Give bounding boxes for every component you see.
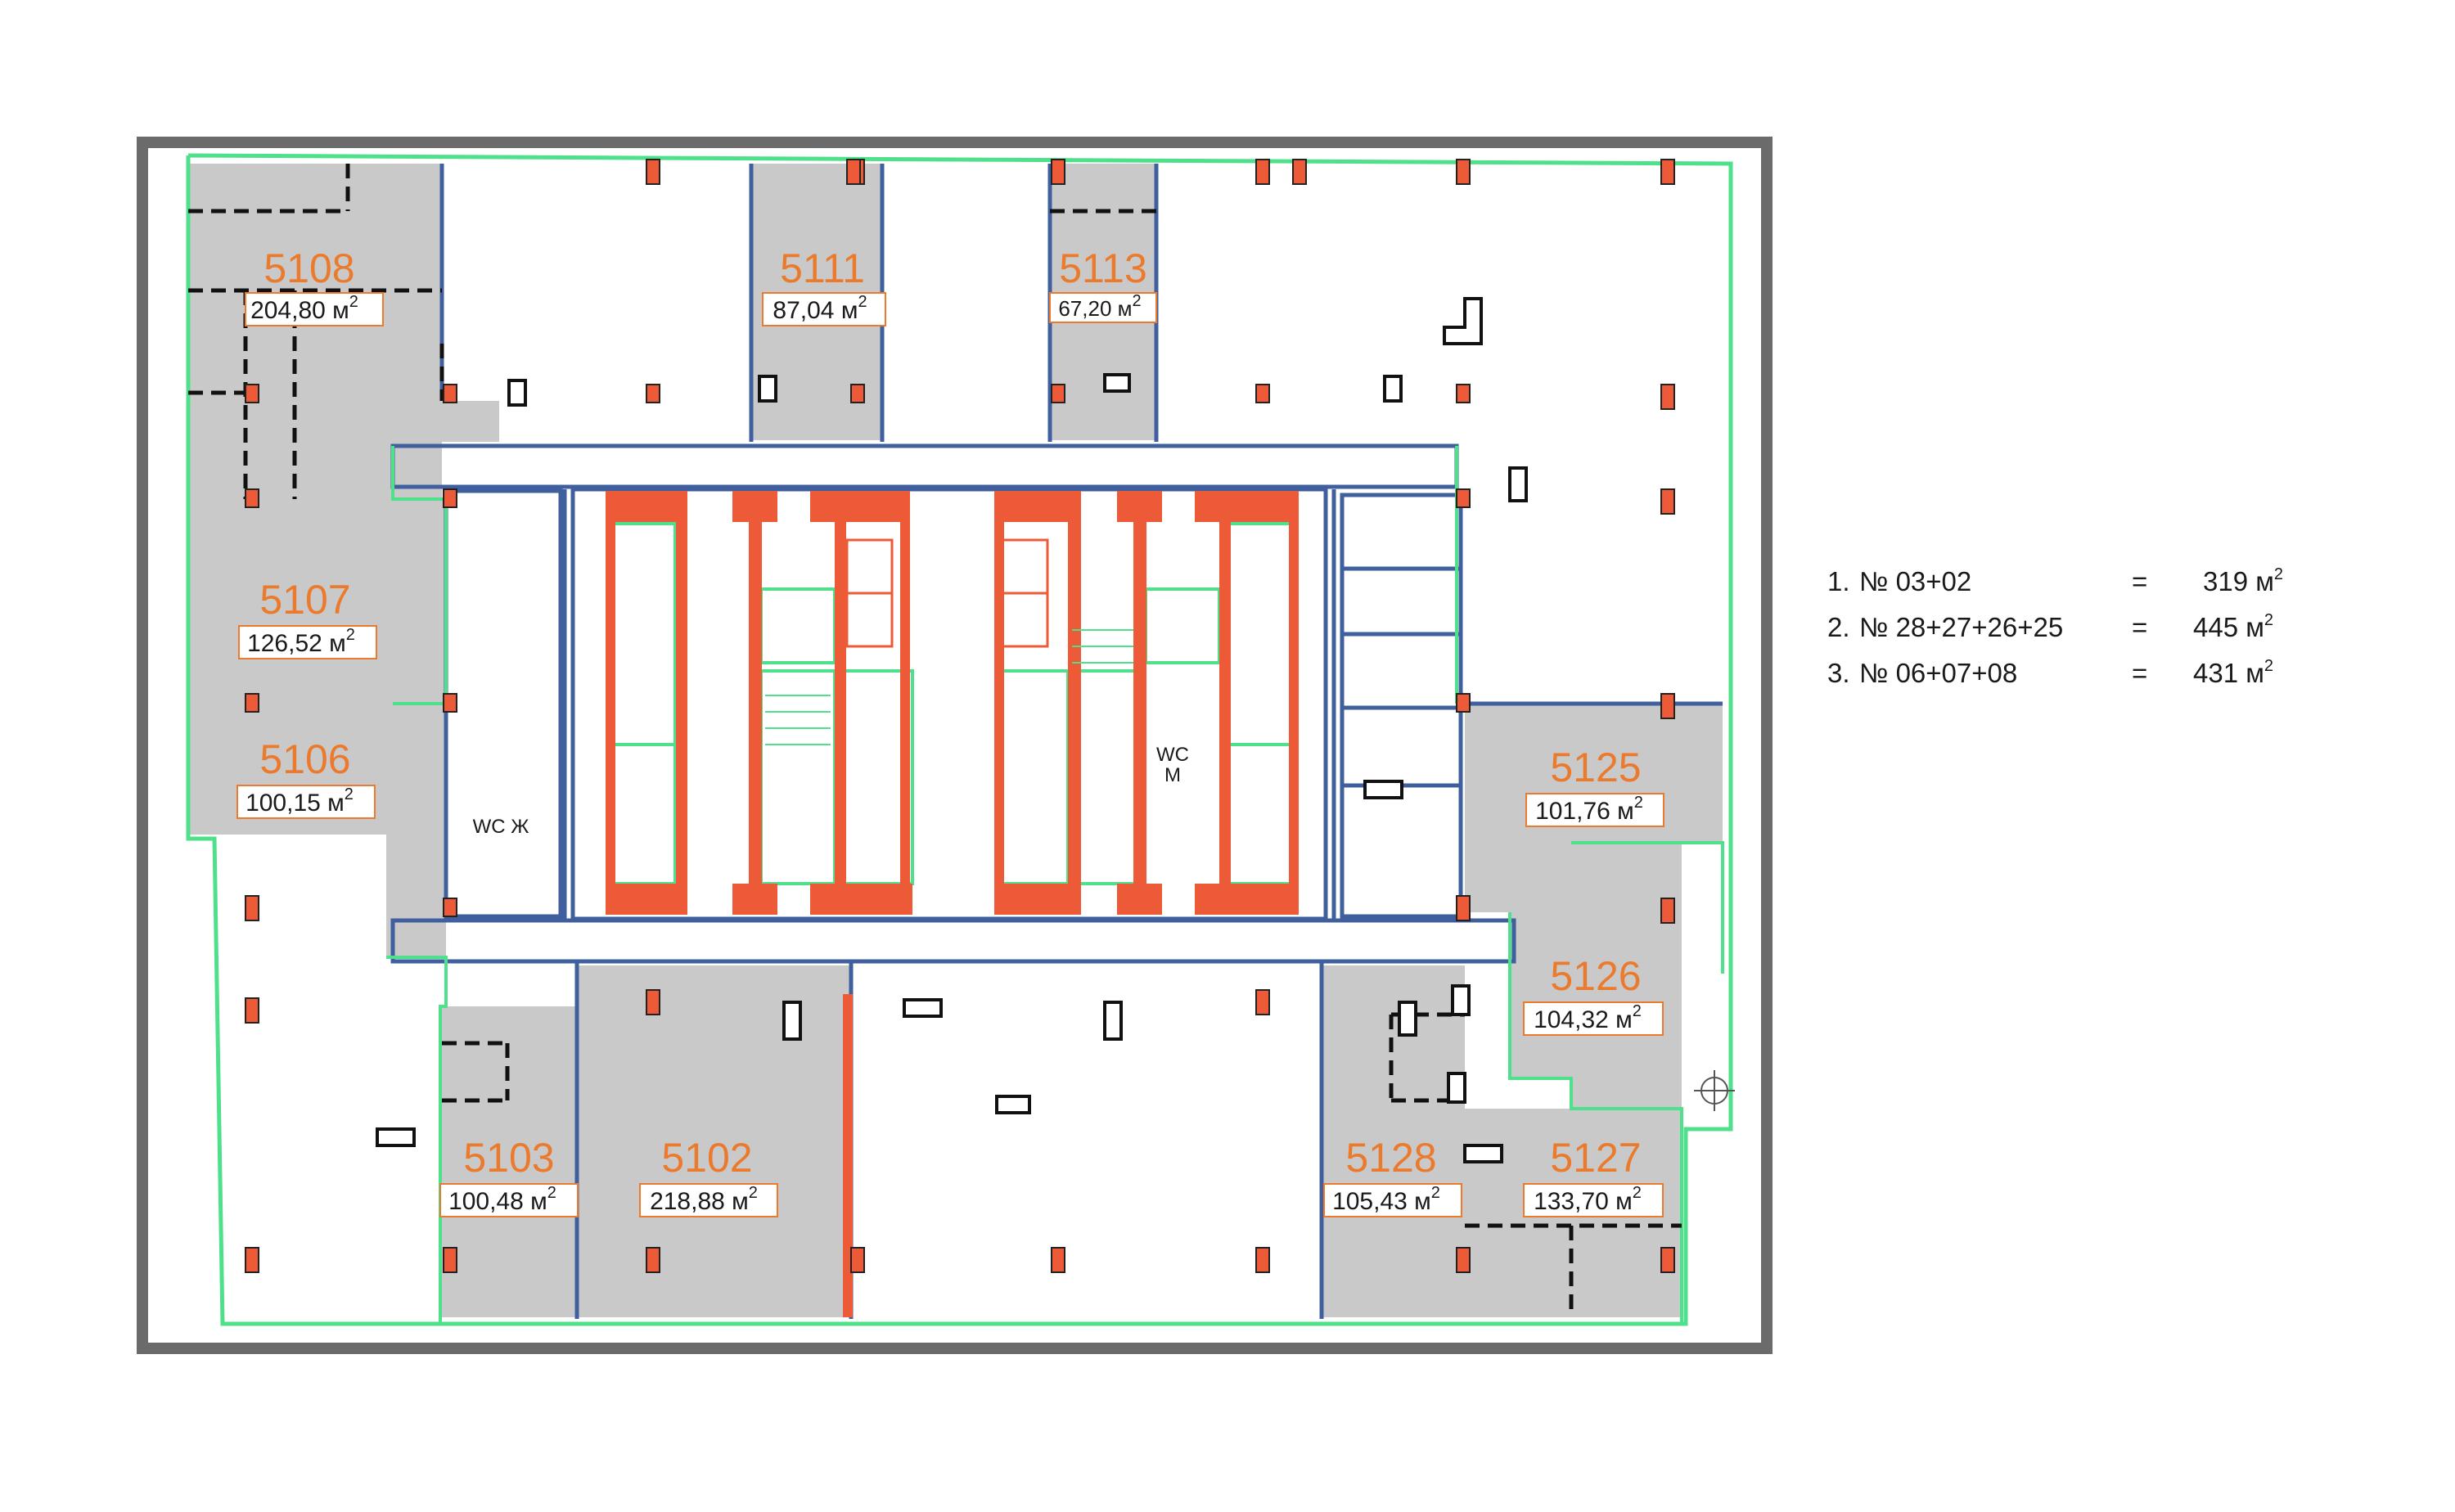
- room-area: 204,80 м2: [250, 293, 358, 324]
- room-label-5127: 5127 133,70 м2: [1523, 1135, 1664, 1217]
- summary-row: 1. № 03+02 = 319 м2: [1827, 565, 2283, 596]
- room-number: 5127: [1550, 1135, 1641, 1181]
- room-area: 133,70 м2: [1534, 1184, 1642, 1215]
- svg-text:=: =: [2132, 658, 2147, 688]
- room-label-5108: 5108 204,80 м2: [245, 245, 384, 326]
- compass-icon: [1694, 1070, 1735, 1111]
- svg-text:319 м2: 319 м2: [2203, 565, 2283, 596]
- room-area: 104,32 м2: [1534, 1002, 1642, 1033]
- wc-men-label-bottom: М: [1164, 764, 1181, 786]
- wc-men-label-top: WC: [1156, 744, 1189, 766]
- svg-text:№ 06+07+08: № 06+07+08: [1859, 658, 2017, 688]
- summary-row: 3. № 06+07+08 = 431 м2: [1827, 657, 2273, 688]
- room-number: 5125: [1550, 745, 1641, 790]
- svg-text:445 м2: 445 м2: [2193, 611, 2273, 642]
- room-number: 5102: [661, 1135, 752, 1181]
- room-area: 87,04 м2: [773, 293, 867, 324]
- room-area: 67,20 м2: [1058, 292, 1141, 321]
- core-structure: [606, 491, 1299, 1317]
- room-number: 5126: [1550, 953, 1641, 999]
- room-label-5107: 5107 126,52 м2: [238, 577, 377, 659]
- summary-row: 2. № 28+27+26+25 = 445 м2: [1827, 611, 2273, 642]
- room-area: 101,76 м2: [1535, 794, 1643, 825]
- room-number: 5128: [1345, 1135, 1436, 1181]
- room-label-5128: 5128 105,43 м2: [1323, 1135, 1462, 1217]
- svg-text:431 м2: 431 м2: [2193, 657, 2273, 688]
- room-area: 105,43 м2: [1332, 1184, 1440, 1215]
- core-elevators: [845, 538, 1049, 648]
- columns: [245, 159, 1675, 1273]
- room-area: 218,88 м2: [650, 1184, 758, 1215]
- room-fills: [188, 164, 1723, 1317]
- pillars: [376, 373, 1528, 1163]
- svg-text:№ 03+02: № 03+02: [1859, 566, 1971, 596]
- svg-text:=: =: [2132, 566, 2147, 596]
- pillar-l-shape: [1443, 297, 1483, 345]
- svg-text:№ 28+27+26+25: № 28+27+26+25: [1859, 612, 2063, 642]
- svg-text:=: =: [2132, 612, 2147, 642]
- room-area: 100,48 м2: [448, 1184, 556, 1215]
- room-area: 126,52 м2: [247, 626, 355, 657]
- room-label-5106: 5106 100,15 м2: [236, 736, 376, 819]
- room-number: 5107: [259, 577, 350, 623]
- walls: [390, 164, 1723, 1319]
- stairs: [765, 629, 1133, 745]
- svg-text:3.: 3.: [1827, 658, 1850, 688]
- room-label-5103: 5103 100,48 м2: [439, 1135, 579, 1217]
- room-number: 5103: [463, 1135, 554, 1181]
- room-label-5125: 5125 101,76 м2: [1525, 745, 1664, 827]
- room-labels: 5108 204,80 м2 5111 87,04 м2 5113 67,20 …: [236, 245, 1664, 1217]
- room-label-5126: 5126 104,32 м2: [1523, 953, 1664, 1036]
- area-summary: 1. № 03+02 = 319 м2 2. № 28+27+26+25 = 4…: [1827, 565, 2283, 688]
- room-number: 5111: [780, 245, 865, 291]
- room-label-5113: 5113 67,20 м2: [1049, 245, 1157, 323]
- room-number: 5106: [259, 736, 350, 782]
- wc-women-label: WC Ж: [473, 816, 529, 838]
- room-label-5102: 5102 218,88 м2: [639, 1135, 778, 1217]
- room-area: 100,15 м2: [246, 785, 354, 817]
- svg-text:2.: 2.: [1827, 612, 1850, 642]
- room-number: 5113: [1059, 245, 1147, 291]
- room-number: 5108: [264, 245, 354, 291]
- svg-text:1.: 1.: [1827, 566, 1850, 596]
- floor-outline: [186, 153, 1733, 1326]
- room-label-5111: 5111 87,04 м2: [762, 245, 886, 326]
